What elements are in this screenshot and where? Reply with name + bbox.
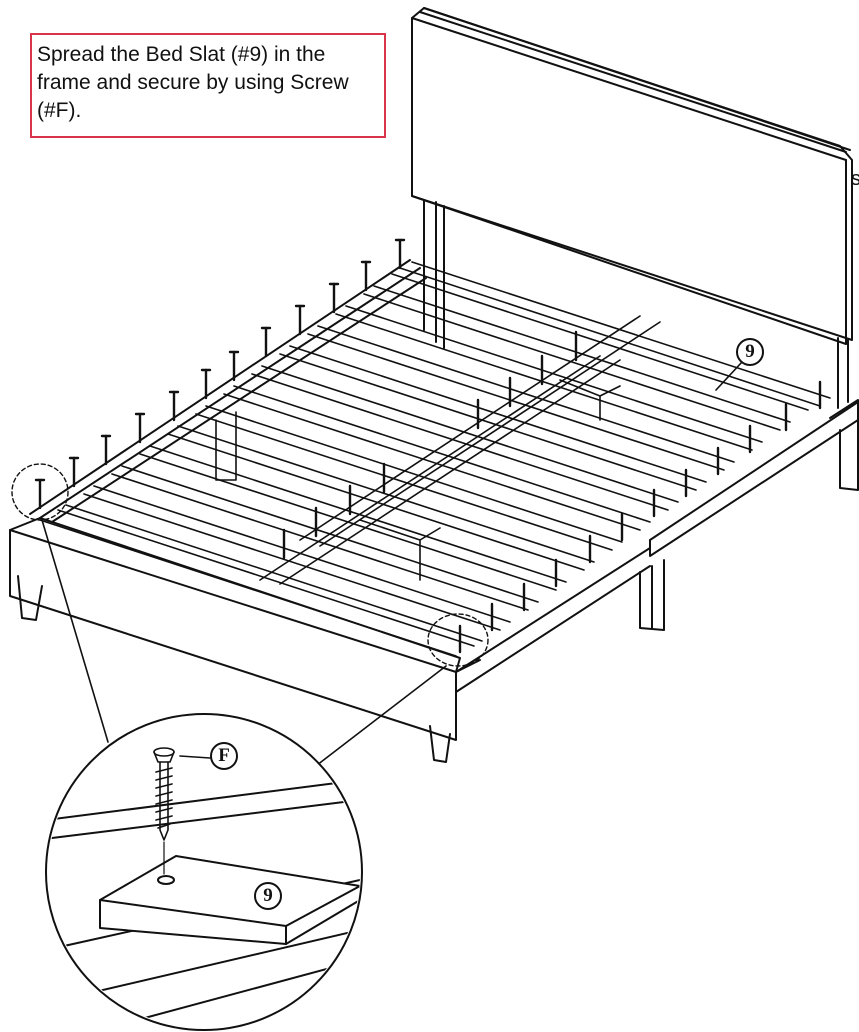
- detail-markers: [11, 463, 489, 667]
- screw-detail: [153, 747, 211, 875]
- stray-letter: s: [851, 168, 859, 190]
- part-label-screw-text: F: [218, 745, 230, 766]
- screws-center-right: [282, 330, 822, 654]
- part-label-slat: 9: [736, 338, 764, 366]
- right-side-rail: [455, 399, 859, 693]
- slat-label-leader: [715, 361, 743, 391]
- part-label-detail-slat-text: 9: [263, 885, 273, 906]
- zoom-leader-lines: [41, 519, 447, 773]
- instruction-box: Spread the Bed Slat (#9) in the frame an…: [30, 33, 386, 138]
- part-label-screw: F: [210, 742, 238, 770]
- instruction-text: Spread the Bed Slat (#9) in the frame an…: [37, 43, 349, 122]
- headboard: [411, 7, 853, 409]
- screws-left-rail: [34, 238, 406, 510]
- part-label-slat-text: 9: [745, 341, 755, 362]
- bed-slats: [39, 261, 831, 657]
- zoom-detail: [45, 713, 363, 1031]
- part-label-detail-slat: 9: [254, 882, 282, 910]
